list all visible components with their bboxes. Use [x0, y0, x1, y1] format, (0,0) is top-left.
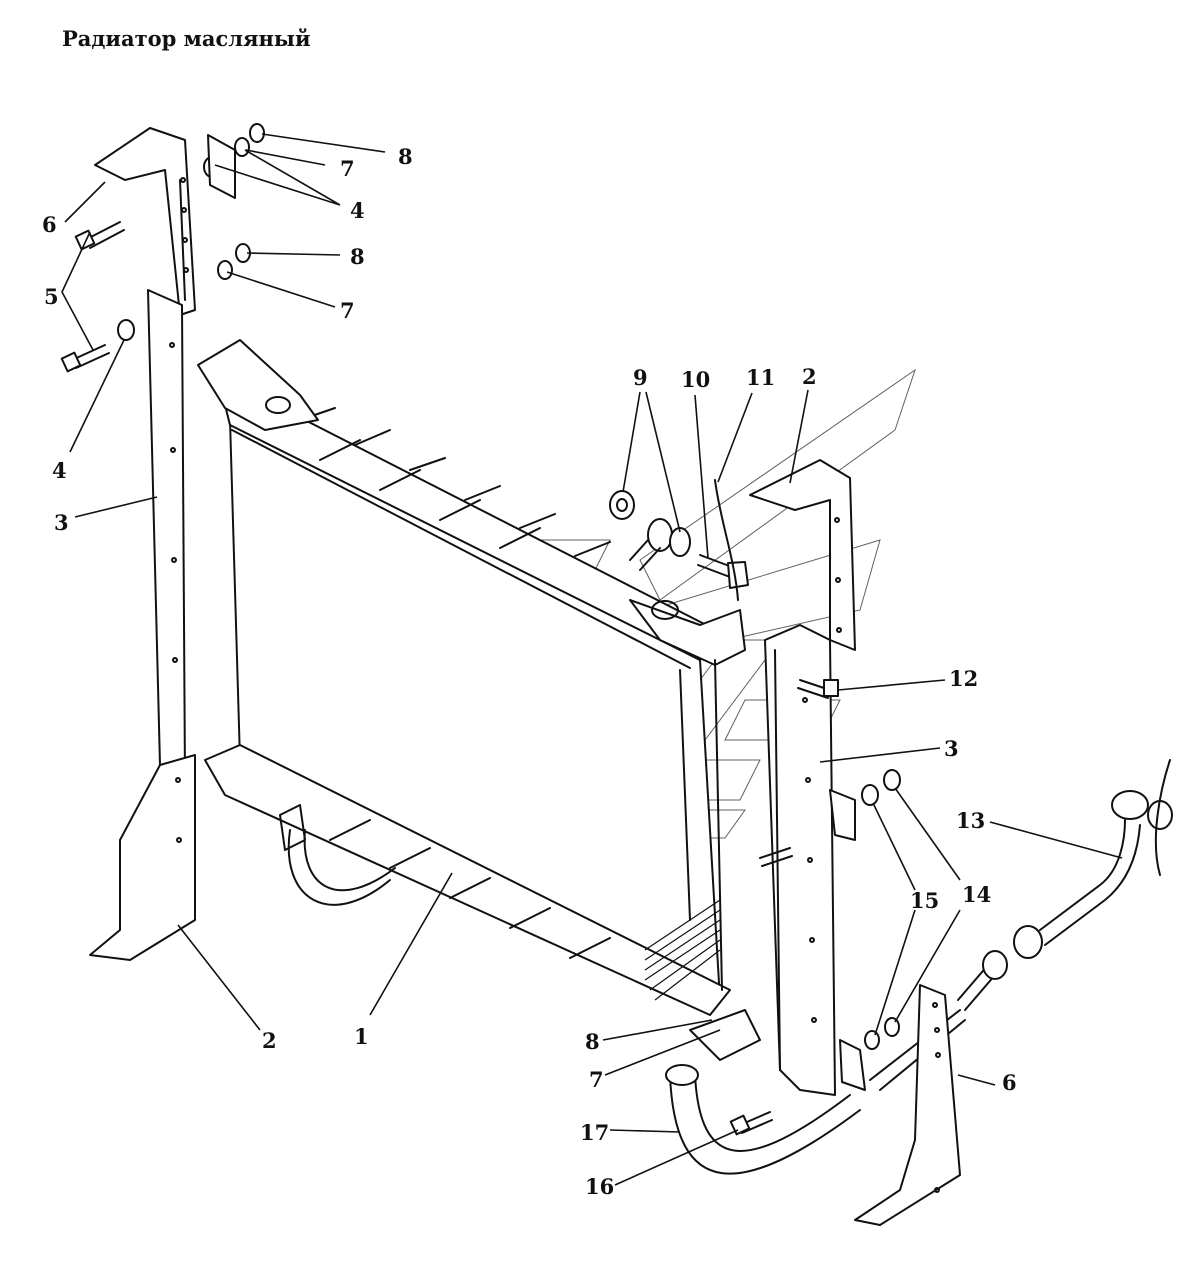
right-fasteners	[609, 479, 901, 1050]
right-mount-bracket	[749, 459, 866, 1096]
callout-2b: 2	[262, 1028, 277, 1053]
callout-3b: 3	[944, 736, 959, 761]
callout-16: 16	[585, 1174, 614, 1199]
callout-8c: 8	[585, 1029, 600, 1054]
callout-7b: 7	[340, 298, 355, 323]
bottom-oil-hose	[665, 1009, 966, 1175]
callout-4b: 4	[52, 458, 67, 483]
callout-8b: 8	[350, 244, 365, 269]
left-mount-bracket	[89, 127, 196, 961]
callout-6a: 6	[42, 212, 57, 237]
leader-lines	[61, 133, 1123, 1186]
callout-3a: 3	[54, 510, 69, 535]
callout-2a: 2	[802, 364, 817, 389]
right-lower-bracket	[854, 759, 1173, 1226]
callout-labels: 8 7 4 6 8 5 7 4 3 9 10 11 2 12 3 13 15 1…	[42, 144, 1017, 1199]
callout-8a: 8	[398, 144, 413, 169]
callout-17: 17	[580, 1120, 609, 1145]
callout-12: 12	[949, 666, 978, 691]
callout-13: 13	[956, 808, 985, 833]
callout-1: 1	[354, 1024, 369, 1049]
page-title: Радиатор масляный	[62, 26, 311, 51]
radiator-core	[197, 339, 761, 1061]
callout-5: 5	[44, 284, 59, 309]
callout-6b: 6	[1002, 1070, 1017, 1095]
callout-9: 9	[633, 365, 648, 390]
callout-7c: 7	[589, 1067, 604, 1092]
callout-11: 11	[746, 365, 775, 390]
callout-15: 15	[910, 888, 939, 913]
callout-4a: 4	[350, 198, 365, 223]
callout-7a: 7	[340, 156, 355, 181]
callout-10: 10	[681, 367, 710, 392]
callout-14: 14	[962, 882, 991, 907]
